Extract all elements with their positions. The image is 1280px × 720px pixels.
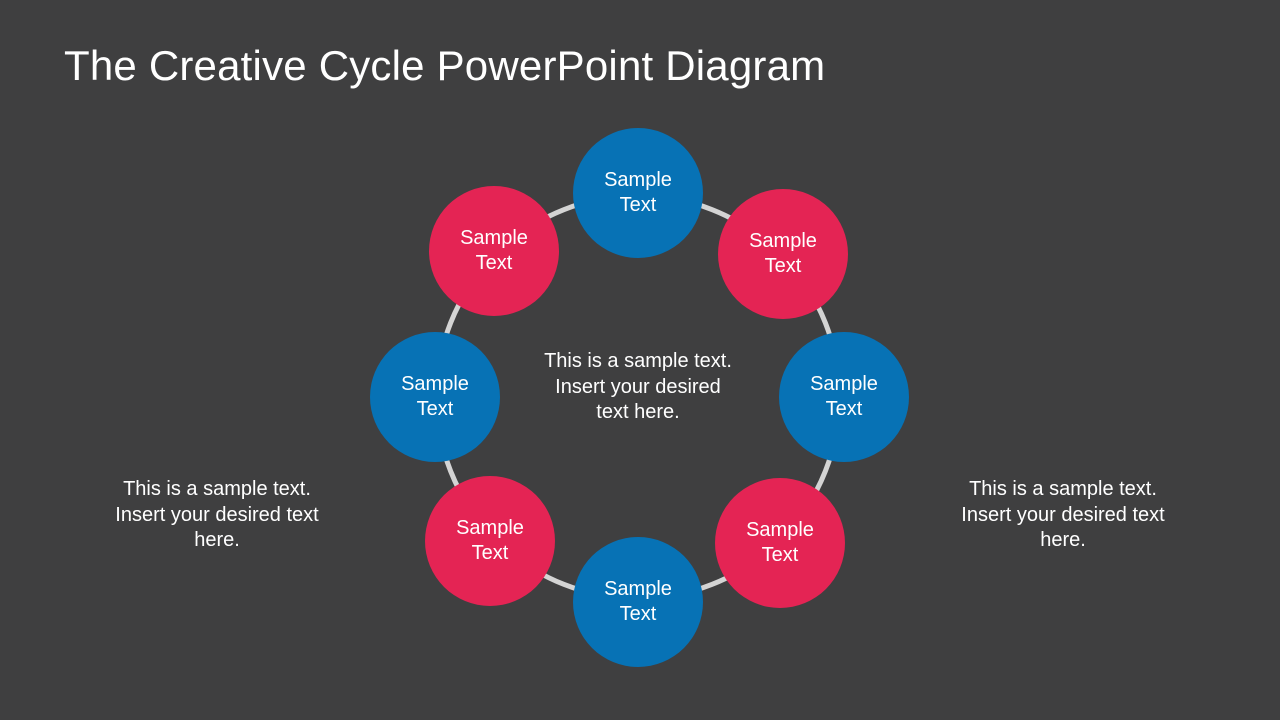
cycle-node-label: Sample Text [746,519,814,566]
cycle-node-top-left[interactable]: Sample Text [429,186,559,316]
cycle-node-left[interactable]: Sample Text [370,332,500,462]
cycle-node-label: Sample Text [604,169,672,216]
cycle-node-bottom[interactable]: Sample Text [573,537,703,667]
slide-title: The Creative Cycle PowerPoint Diagram [64,42,826,89]
cycle-node-bottom-right[interactable]: Sample Text [715,478,845,608]
cycle-node-label: Sample Text [749,230,817,277]
cycle-node-label: Sample Text [460,227,528,274]
center-text: This is a sample text. Insert your desir… [544,350,732,423]
left-text: This is a sample text. Insert your desir… [115,478,319,551]
cycle-node-right[interactable]: Sample Text [779,332,909,462]
right-text: This is a sample text. Insert your desir… [961,478,1165,551]
cycle-node-bottom-left[interactable]: Sample Text [425,476,555,606]
cycle-node-top[interactable]: Sample Text [573,128,703,258]
cycle-node-label: Sample Text [810,373,878,420]
cycle-node-label: Sample Text [456,517,524,564]
cycle-node-label: Sample Text [604,578,672,625]
cycle-node-top-right[interactable]: Sample Text [718,189,848,319]
cycle-node-label: Sample Text [401,373,469,420]
